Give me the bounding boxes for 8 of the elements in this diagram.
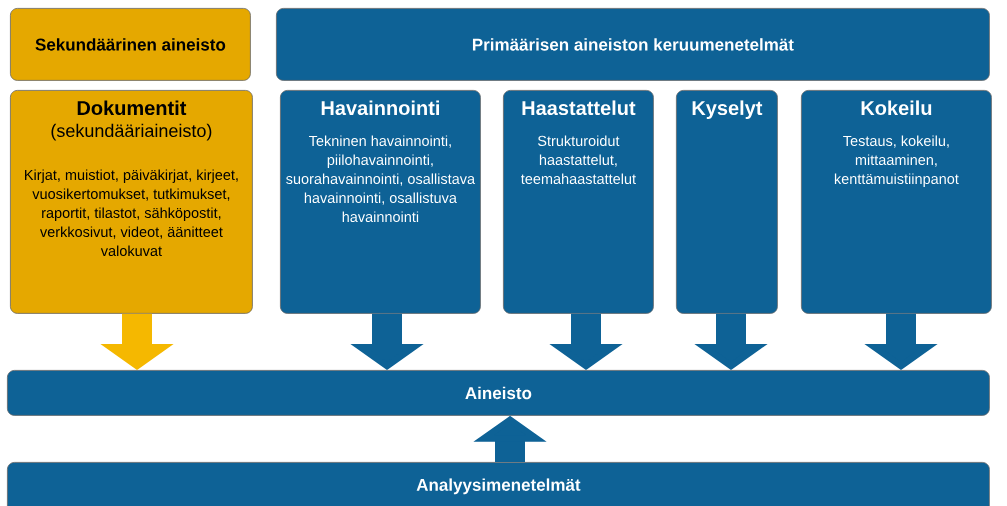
category-box: Kokeilu Testaus, kokeilu, mittaaminen, kenttämuistiinpanot	[801, 90, 992, 314]
category-box: Haastattelut Strukturoidut haastattelut, teemahaastattelut	[503, 90, 654, 314]
heading-box: Analyysimenetelmät	[7, 462, 990, 506]
category-box: Kyselyt	[676, 90, 778, 314]
heading-box: Sekundäärinen aineisto	[10, 8, 251, 81]
heading-box: Primäärisen aineiston keruumenetelmät	[276, 8, 990, 81]
category-box: Dokumentit (sekundääriaineisto) Kirjat, muistiot, päiväkirjat, kirjeet, vuosikertomukset, tutkimukset, raportit, tilastot, sähköpostit, verkkosivut, videot, äänitteet valokuvat	[10, 90, 253, 314]
category-box: Havainnointi Tekninen havainnointi, piilohavainnointi, suorahavainnointi, osallistava havainnointi, osallistuva havainnointi	[280, 90, 481, 314]
